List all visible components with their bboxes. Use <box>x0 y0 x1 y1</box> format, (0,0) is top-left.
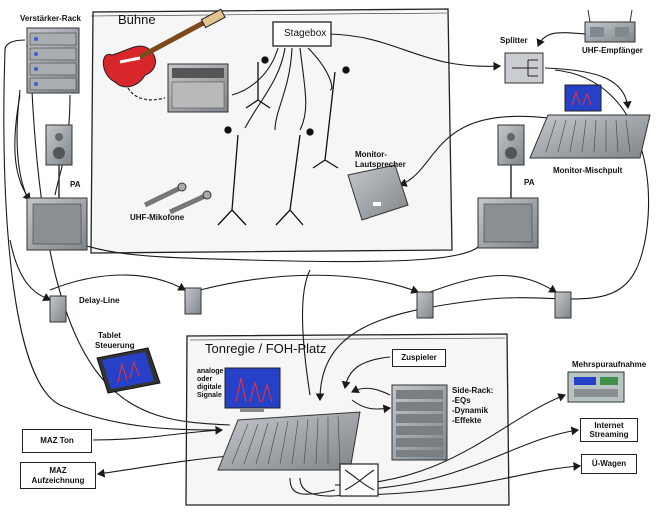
uhf-receiver-label: UHF-Empfänger <box>582 46 643 55</box>
ob-van-box: Ü-Wagen <box>581 454 637 474</box>
tablet-label-1: Tablet <box>98 331 121 340</box>
amp-rack-label: Verstärker-Rack <box>20 14 81 23</box>
signals-label-2: oder <box>197 376 213 383</box>
stagebox-label: Stagebox <box>284 28 327 39</box>
side-rack-label-1: Side-Rack: <box>452 386 494 395</box>
delay-line-label: Delay-Line <box>79 296 120 305</box>
monitor-mixer-label: Monitor-Mischpult <box>553 166 623 175</box>
pa-speaker-right <box>477 124 539 249</box>
uhf-mics-label: UHF-Mikofone <box>130 213 185 222</box>
stage-title: Bühne <box>118 12 156 27</box>
side-rack-label-3: -Dynamik <box>452 406 489 415</box>
pa-left-label: PA <box>70 180 81 189</box>
mic-stands <box>217 56 350 226</box>
stagebox-box <box>272 21 332 47</box>
pa-speaker-left <box>26 124 88 251</box>
side-rack-label-2: -EQs <box>452 396 471 405</box>
pa-right-label: PA <box>524 178 535 187</box>
side-rack <box>391 384 448 461</box>
splitter-label: Splitter <box>500 36 528 45</box>
side-rack-label-4: -Effekte <box>452 416 482 425</box>
multitrack-label: Mehrspuraufnahme <box>572 360 647 369</box>
maz-ton-box: MAZ Ton <box>22 429 92 453</box>
monitor-mixer <box>529 84 651 159</box>
signals-label-3: digitale <box>197 384 222 391</box>
multitrack-recorder <box>567 371 625 403</box>
monitor-speaker <box>347 164 409 221</box>
splitter <box>504 52 544 84</box>
signals-label-4: Signale <box>197 392 222 399</box>
delay-line-speakers <box>49 287 572 323</box>
tablet-label-2: Steuerung <box>95 341 135 350</box>
maz-recording-box: MAZ Aufzeichnung <box>20 462 96 489</box>
amp-rack <box>26 27 80 94</box>
crossover-switch <box>339 463 379 497</box>
streaming-label-1: Internet <box>594 420 624 430</box>
foh-screen <box>224 367 281 412</box>
foh-mixer <box>217 411 361 471</box>
electric-guitar <box>102 8 226 101</box>
monitor-speaker-label-1: Monitor- <box>355 150 387 159</box>
foh-title: Tonregie / FOH-Platz <box>205 341 327 356</box>
uhf-mics <box>143 182 212 215</box>
zuspieler-box: Zuspieler <box>392 349 446 367</box>
streaming-box: Internet Streaming <box>580 418 638 442</box>
tablet-device <box>96 347 161 394</box>
streaming-label-2: Streaming <box>589 430 629 439</box>
signals-label-1: analoge <box>197 368 224 375</box>
maz-recording-label-1: MAZ <box>49 466 67 476</box>
guitar-amp <box>167 63 229 113</box>
maz-recording-label-2: Aufzeichnung <box>31 475 85 485</box>
uhf-receiver <box>584 9 636 43</box>
monitor-speaker-label-2: Lautsprecher <box>355 160 406 169</box>
